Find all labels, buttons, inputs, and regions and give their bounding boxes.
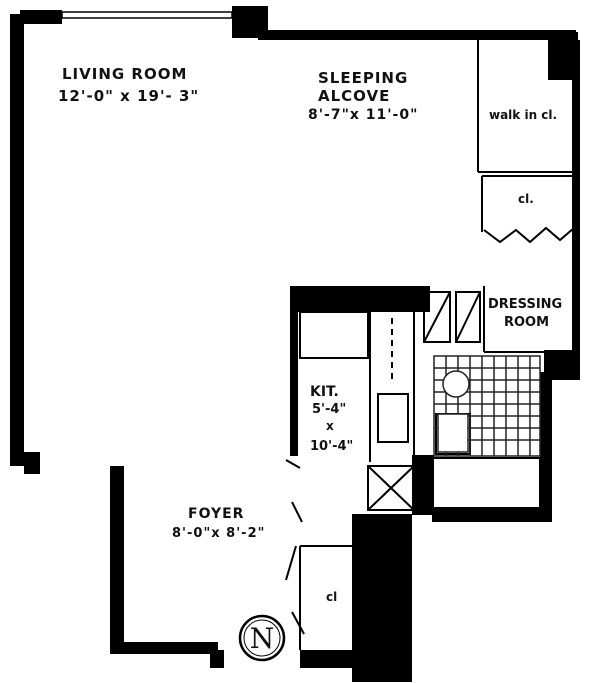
wall-bath-right [540, 372, 552, 522]
wall-left [10, 14, 24, 466]
door-swing-4 [291, 611, 305, 635]
wall-left-notch [24, 452, 40, 474]
shaft [367, 465, 415, 511]
wall-bottom-left [110, 642, 218, 654]
compass-north-letter: N [250, 622, 275, 655]
partitions [285, 38, 576, 650]
door-swing-1 [285, 459, 301, 469]
linen-closet-1-diag [423, 291, 451, 343]
wall-kitchen-top [290, 286, 430, 312]
kitchen-range [377, 393, 409, 443]
linen-closet-2-diag [455, 291, 481, 343]
foyer-name: FOYER [188, 506, 244, 522]
living-room-name: LIVING ROOM [62, 65, 187, 83]
dressing-room-name-1: DRESSING [488, 297, 562, 312]
dressing-room-name-2: ROOM [504, 315, 549, 330]
wall-kitchen-left [290, 286, 298, 456]
linen-closet-2 [455, 291, 481, 343]
bathroom-tile [433, 355, 541, 457]
compass-inner-ring [243, 619, 281, 657]
kitchen-sink-counter [299, 311, 369, 359]
wall-core-right [412, 455, 434, 515]
vanity-top [437, 413, 469, 453]
kitchen-name: KIT. [310, 384, 339, 400]
door-swing-2 [291, 501, 303, 523]
wall-foyer-left [110, 466, 124, 650]
closet-bifold-doors [483, 226, 575, 244]
sleeping-alcove-name-2: ALCOVE [318, 87, 390, 105]
wall-top-right [258, 30, 576, 40]
linen-closet-1 [423, 291, 451, 343]
shaft-diag-2 [367, 465, 415, 511]
lower-closet-label: cl [326, 590, 337, 604]
north-compass: N [238, 614, 286, 662]
walkin-closet-label: walk in cl. [489, 108, 557, 122]
compass-ring [238, 614, 286, 662]
wall-bottom-step [210, 650, 224, 668]
door-swing-3 [285, 545, 297, 581]
wall-right [572, 40, 580, 378]
wall-bath-bottom [432, 508, 552, 522]
sleeping-alcove-dims: 8'-7"x 11'-0" [308, 107, 418, 123]
bathtub [431, 457, 541, 509]
sleeping-alcove-name-1: SLEEPING [318, 69, 408, 87]
room-labels: LIVING ROOM 12'-0" x 19'- 3" SLEEPING AL… [58, 65, 562, 604]
living-room-dims: 12'-0" x 19'- 3" [58, 87, 199, 105]
window-top [61, 11, 233, 19]
upper-closet-label: cl. [518, 192, 534, 206]
tile-area [433, 355, 541, 457]
foyer-dims: 8'-0"x 8'-2" [172, 526, 265, 541]
wall-core-bottom [352, 514, 412, 682]
walls [10, 6, 580, 682]
wall-bottom-right [300, 650, 360, 668]
kitchen-dim-sep: x [326, 419, 334, 433]
wall-top-left [20, 10, 62, 24]
kitchen-dim-1: 5'-4" [312, 402, 346, 417]
kitchen-dim-2: 10'-4" [310, 439, 353, 454]
toilet [442, 370, 470, 398]
